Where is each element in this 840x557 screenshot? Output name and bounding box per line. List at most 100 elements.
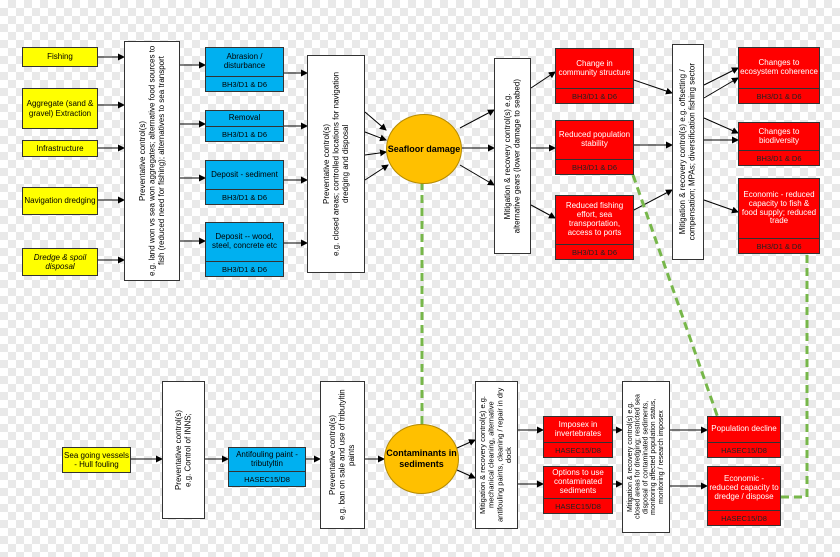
mitigation-control-3-body: mechanical cleaning, alternative antifou… [486, 387, 514, 523]
impact-population-label: Reduced population stability [558, 130, 631, 148]
event-contaminants-label: Contaminants in sediments [386, 448, 457, 469]
arrow-contam-mit3-a [456, 439, 476, 449]
consequence-economic-dredge: Economic - reduced capacity to dredge / … [707, 466, 781, 526]
pressure-vessels-label: Sea going vessels - Hull fouling [64, 450, 129, 469]
arrow-seafloor-mit1-a [459, 109, 495, 129]
impact-population-stability: Reduced population stability BH3/D1 & D6 [555, 120, 634, 175]
preventative-control-4-title: Preventative control(s) [328, 414, 338, 496]
impact-population-code: BH3/D1 & D6 [556, 159, 633, 174]
mitigation-control-4-body: closed areas for dredging; restricted se… [634, 394, 665, 520]
state-antifouling-code: HASEC15/D8 [229, 471, 305, 486]
arrow-contam-mit3-b [456, 469, 476, 479]
state-deposit-wood-code: BH3/D1 & D6 [206, 261, 283, 276]
impact-community-structure: Change in community structure BH3/D1 & D… [555, 48, 634, 104]
mitigation-control-4-title: Mitigation & recovery control(s) e.g. [626, 401, 634, 513]
pressure-aggregate-label: Aggregate (sand & gravel) Extraction [26, 99, 94, 118]
consequence-population-decline-label: Population decline [711, 424, 777, 434]
state-antifouling: Antifouling paint - tributyltin HASEC15/… [228, 447, 306, 487]
mitigation-control-1-title: Mitigation & recovery control(s) e.g. [502, 93, 512, 219]
state-antifouling-label: Antifouling paint - tributyltin [236, 449, 298, 468]
state-abrasion-label: Abrasion / disturbance [223, 52, 266, 70]
arrow-mit1-effort [530, 204, 556, 219]
consequence-biodiversity: Changes to biodiversity BH3/D1 & D6 [738, 122, 820, 166]
arrow-ctrl2-seafloor-b [364, 131, 387, 142]
consequence-economic2-code: HASEC15/D8 [708, 510, 780, 525]
mitigation-control-3: Mitigation & recovery control(s) e.g. me… [475, 381, 518, 529]
pressure-infrastructure-label: Infrastructure [36, 143, 84, 153]
impact-imposex-code: HASEC15/D8 [544, 442, 612, 457]
arrow-community-mit2 [633, 79, 673, 95]
event-contaminants-sediments: Contaminants in sediments [384, 424, 459, 494]
impact-fishing-effort-label: Reduced fishing effort, sea transportati… [565, 201, 624, 237]
arrow-ctrl2-seafloor-d [364, 164, 389, 181]
pressure-hull-fouling: Sea going vessels - Hull fouling [62, 447, 131, 473]
preventative-control-4: Preventative control(s) e.g. ban on sale… [320, 381, 365, 529]
impact-community-code: BH3/D1 & D6 [556, 88, 633, 103]
state-abrasion-code: BH3/D1 & D6 [206, 76, 283, 91]
arrow-mit2-biodiv-a [703, 117, 739, 134]
state-removal-label: Removal [228, 113, 261, 123]
consequence-economic1-label: Economic - reduced capacity to fish & fo… [741, 189, 817, 226]
consequence-economic2-label: Economic - reduced capacity to dredge / … [709, 474, 779, 501]
pressure-aggregate: Aggregate (sand & gravel) Extraction [22, 88, 98, 129]
event-seafloor-damage: Seafloor damage [386, 114, 462, 184]
pressure-dredge-label: Dredge & spoil disposal [33, 252, 87, 271]
arrow-mit2-ecosystem-a [703, 67, 739, 86]
consequence-biodiversity-code: BH3/D1 & D6 [739, 150, 819, 165]
pressure-fishing: Fishing [22, 47, 98, 67]
state-deposit-wood: Deposit -- wood, steel, concrete etc BH3… [205, 222, 284, 277]
arrow-mit1-community [530, 71, 556, 89]
arrow-effort-mit2 [633, 189, 673, 211]
arrow-ctrl2-seafloor-a [364, 111, 387, 131]
state-removal: Removal BH3/D1 & D6 [205, 110, 284, 142]
mitigation-control-4: Mitigation & recovery control(s) e.g. cl… [622, 381, 670, 533]
event-seafloor-label: Seafloor damage [387, 143, 461, 154]
preventative-control-1-title: Preventative control(s) [137, 120, 147, 202]
pressure-infrastructure: Infrastructure [22, 140, 98, 157]
mitigation-control-1: Mitigation & recovery control(s) e.g. al… [494, 58, 531, 254]
preventative-control-2: Preventative control(s) e.g. closed area… [307, 55, 365, 273]
impact-fishing-effort: Reduced fishing effort, sea transportati… [555, 195, 634, 260]
arrow-ctrl2-seafloor-c [364, 149, 387, 157]
impact-community-label: Change in community structure [558, 58, 631, 77]
mitigation-control-1-body: alternative gears (lower damage to seabe… [512, 78, 522, 234]
mitigation-control-2-title: Mitigation & recovery control(s) e.g. of… [678, 69, 688, 235]
dashed-link-econ1-econ2 [781, 255, 809, 499]
preventative-control-3-title: Preventative control(s) [173, 409, 183, 491]
impact-imposex-label: Imposex in invertebrates [554, 419, 602, 438]
state-removal-code: BH3/D1 & D6 [206, 126, 283, 141]
preventative-control-2-title: Preventative control(s) [321, 123, 331, 205]
consequence-ecosystem-label: Changes to ecosystem coherence [740, 58, 818, 76]
mitigation-control-2: Mitigation & recovery control(s) e.g. of… [672, 44, 704, 260]
impact-imposex: Imposex in invertebrates HASEC15/D8 [543, 416, 613, 458]
state-abrasion: Abrasion / disturbance BH3/D1 & D6 [205, 47, 284, 92]
impact-fishing-effort-code: BH3/D1 & D6 [556, 244, 633, 259]
consequence-ecosystem-code: BH3/D1 & D6 [739, 88, 819, 103]
consequence-economic1-code: BH3/D1 & D6 [739, 238, 819, 253]
preventative-control-2-body: e.g. closed areas; controlled locations … [331, 71, 350, 257]
consequence-biodiversity-label: Changes to biodiversity [758, 126, 800, 145]
impact-options-label: Options to use contaminated sediments [552, 468, 604, 495]
preventative-control-1: Preventative control(s) e.g. land won vs… [124, 41, 180, 281]
arrow-mit2-econ [703, 199, 739, 214]
impact-contaminated-options: Options to use contaminated sediments HA… [543, 466, 613, 514]
arrow-seafloor-mit1-c [459, 164, 495, 186]
preventative-control-3: Preventative control(s) e.g. Control of … [162, 381, 205, 519]
state-deposit-sediment-code: BH3/D1 & D6 [206, 189, 283, 204]
state-deposit-sediment-label: Deposit - sediment [211, 169, 278, 179]
dashed-link-population-decline [631, 174, 720, 419]
preventative-control-1-body: e.g. land won vs sea won aggregates; alt… [147, 45, 166, 277]
pressure-dredge-disposal: Dredge & spoil disposal [22, 248, 98, 276]
pressure-fishing-label: Fishing [47, 52, 73, 62]
preventative-control-4-body: e.g. ban on sale and use of tributyltin … [337, 389, 357, 521]
consequence-economic-fishing: Economic - reduced capacity to fish & fo… [738, 178, 820, 254]
state-deposit-sediment: Deposit - sediment BH3/D1 & D6 [205, 160, 284, 205]
preventative-control-3-body: e.g. Control of INNS; [183, 413, 193, 487]
consequence-ecosystem: Changes to ecosystem coherence BH3/D1 & … [738, 47, 820, 104]
pressure-navigation-label: Navigation dredging [24, 196, 96, 206]
mitigation-control-2-body: compensation; MPAs; diversification fish… [688, 63, 697, 241]
pressure-navigation-dredging: Navigation dredging [22, 187, 98, 215]
impact-options-code: HASEC15/D8 [544, 498, 612, 513]
consequence-population-decline: Population decline HASEC15/D8 [707, 416, 781, 458]
